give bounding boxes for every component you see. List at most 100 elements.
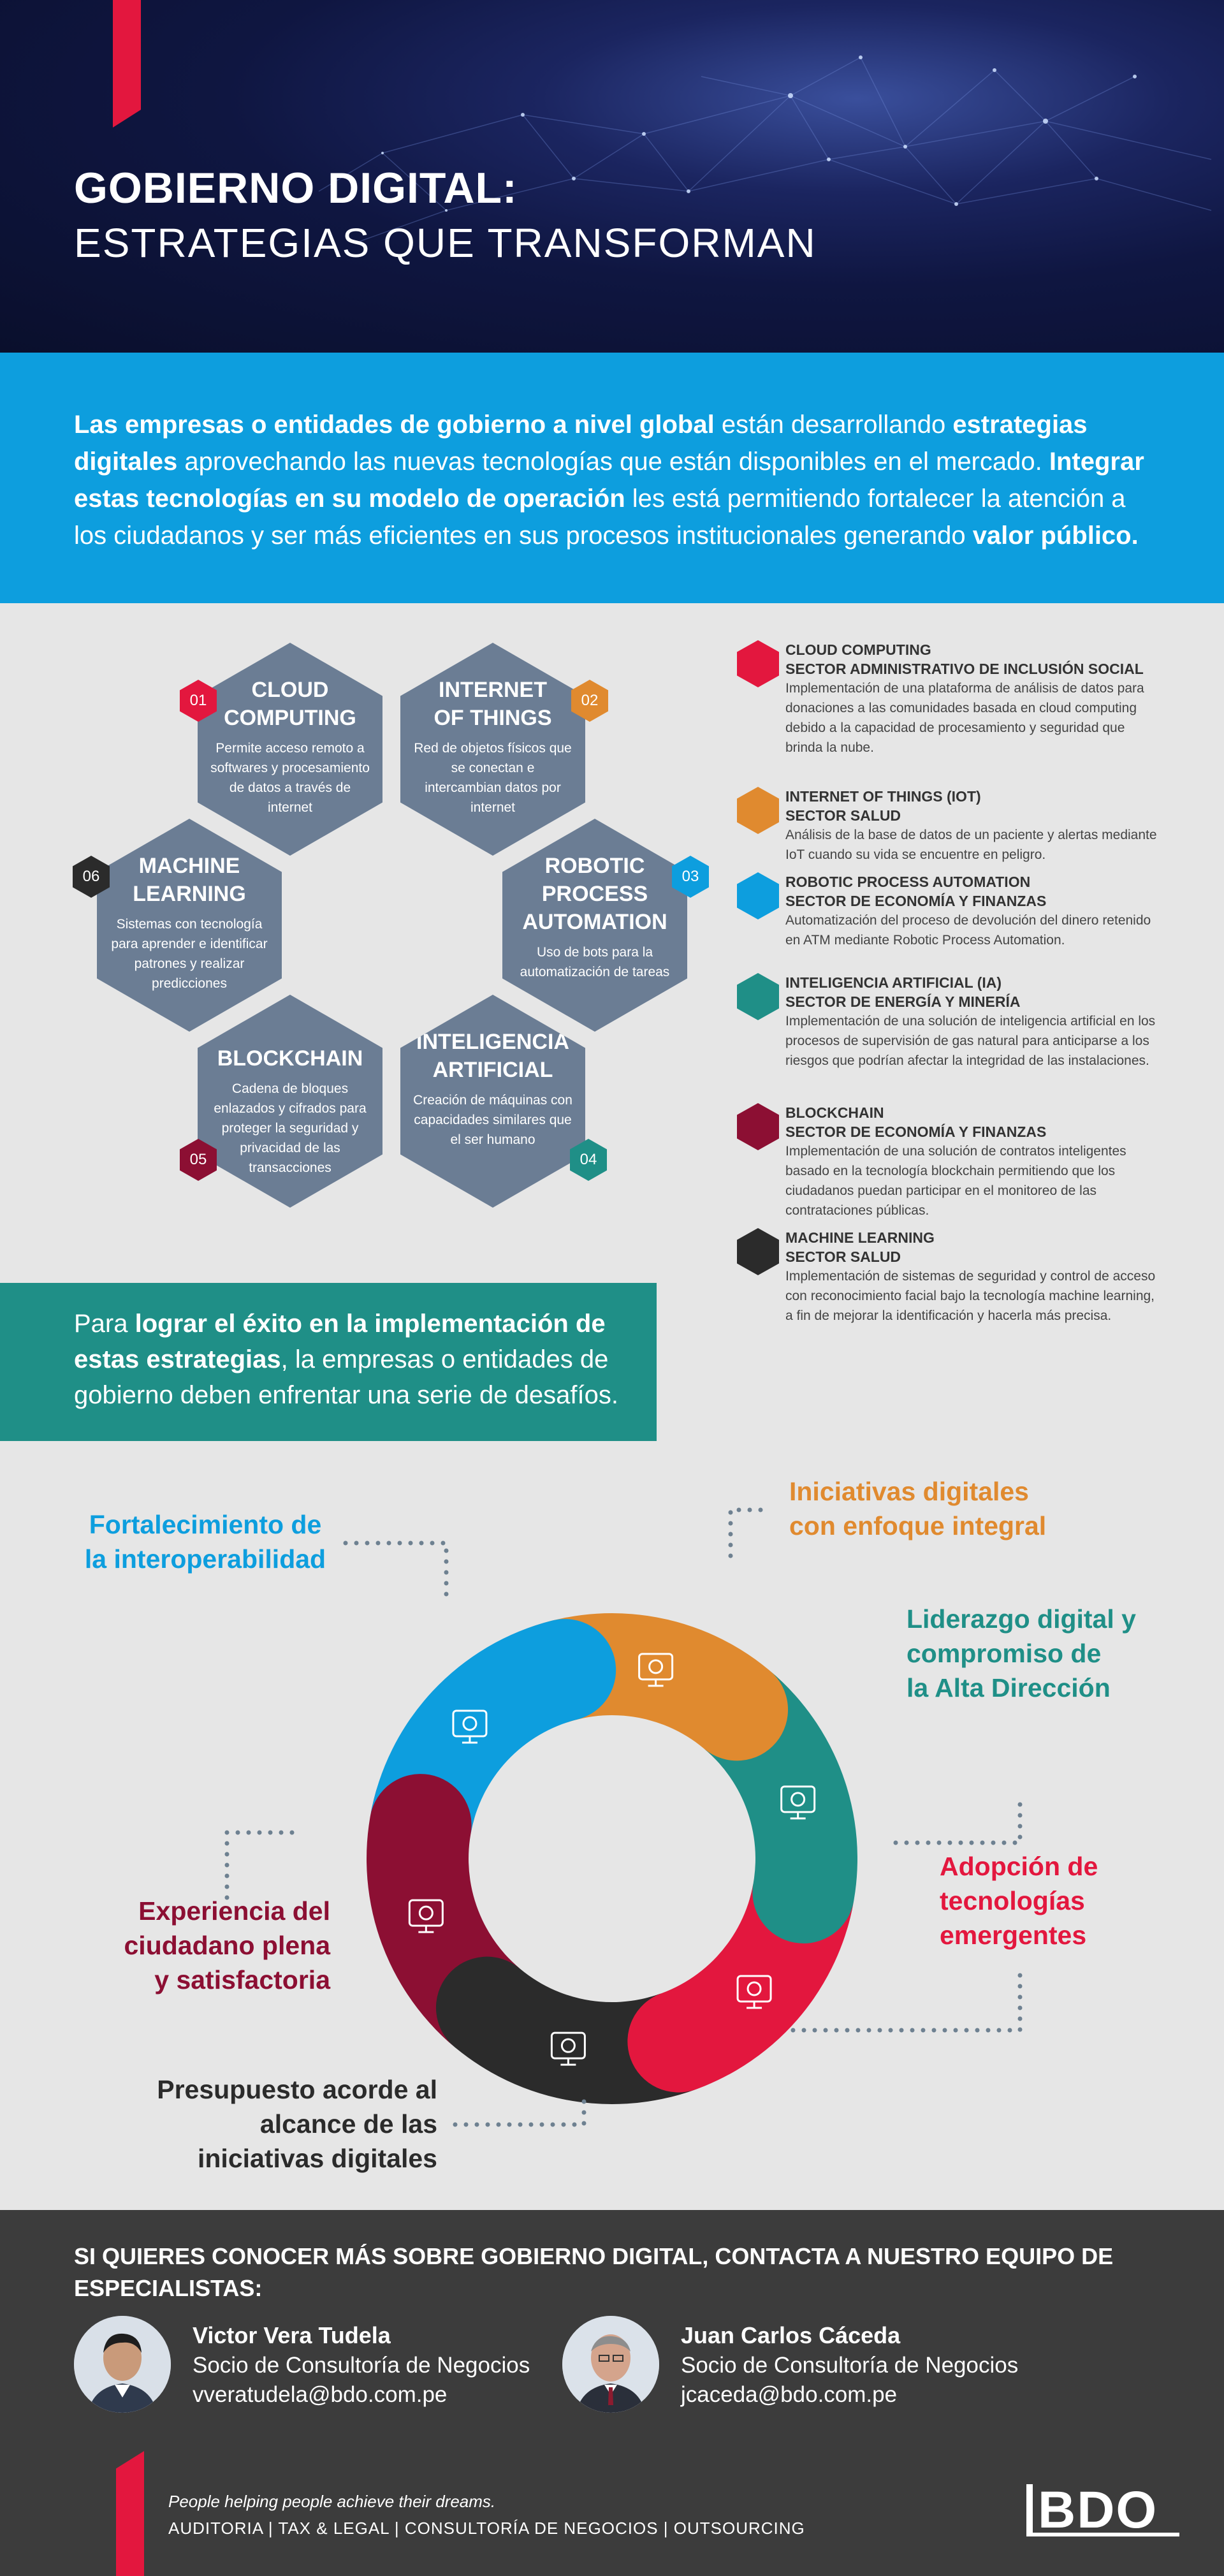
- tech-description: Sistemas con tecnología para aprender e …: [111, 917, 268, 991]
- challenge-paragraph: Para lograr el éxito en la implementació…: [74, 1306, 635, 1413]
- contact-role-2: Socio de Consultoría de Negocios: [681, 2353, 1019, 2378]
- use-case-hexagon-icon: [737, 973, 779, 1020]
- challenge-segment: Para: [74, 1310, 135, 1338]
- tech-description: Red de objetos físicos que se conectan e…: [414, 741, 572, 815]
- services-list: AUDITORIA | TAX & LEGAL | CONSULTORÍA DE…: [168, 2519, 805, 2538]
- tagline: People helping people achieve their drea…: [168, 2492, 496, 2511]
- challenges-ring: [224, 1507, 1023, 2127]
- use-case-hexagon-icon: [737, 640, 779, 687]
- intro-segment: Integrar estas tecnologías en su modelo …: [74, 448, 1144, 513]
- intro-segment: Las empresas o entidades de gobierno a n…: [74, 411, 715, 439]
- dotted-connector: [224, 1830, 305, 1900]
- contact-section: SI QUIERES CONOCER MÁS SOBRE GOBIERNO DI…: [0, 2210, 1224, 2576]
- use-case-hexagon-icon: [737, 1228, 779, 1275]
- dotted-connector: [728, 1507, 774, 1558]
- header-banner: GOBIERNO DIGITAL: ESTRATEGIAS QUE TRANSF…: [0, 0, 1224, 353]
- ring-segment: [608, 1884, 854, 2098]
- accent-bar-footer: [116, 2451, 144, 2576]
- use-case-description: Automatización del proceso de devolución…: [785, 913, 1151, 948]
- intro-segment: aprovechando las nuevas tecnologías que …: [177, 448, 1049, 476]
- bdo-logo: BDO: [1026, 2481, 1179, 2539]
- use-case-description: Implementación de una solución de contra…: [785, 1144, 1126, 1218]
- contact-email-2[interactable]: jcaceda@bdo.com.pe: [681, 2382, 898, 2407]
- use-case-description: Análisis de la base de datos de un pacie…: [785, 828, 1157, 862]
- contact-name-1: Victor Vera Tudela: [193, 2322, 391, 2348]
- contact-name-2: Juan Carlos Cáceda: [681, 2322, 901, 2348]
- avatar-victor: [74, 2316, 171, 2413]
- use-case-description: Implementación de sistemas de seguridad …: [785, 1269, 1156, 1323]
- contact-role-1: Socio de Consultoría de Negocios: [193, 2353, 530, 2378]
- dotted-connector: [450, 2099, 586, 2127]
- ring-segment: [704, 1671, 857, 1963]
- use-case-hexagon-icon: [737, 787, 779, 834]
- dotted-connector: [891, 1802, 1023, 1845]
- tech-description: Uso de bots para la automatización de ta…: [520, 945, 670, 979]
- brain-bulb-icon: [736, 1975, 772, 2009]
- ring-segment: [421, 1942, 696, 2104]
- calculator-icon: [550, 2031, 586, 2066]
- use-case-hexagon-icon: [737, 872, 779, 919]
- tech-number-badge: 02: [571, 680, 608, 722]
- tech-description: Permite acceso remoto a softwares y proc…: [210, 741, 370, 815]
- intro-segment: están desarrollando: [714, 411, 953, 439]
- challenge-segment: , la empresas o entidades de gobierno de…: [74, 1345, 618, 1409]
- challenge-intro: Para lograr el éxito en la implementació…: [0, 1283, 657, 1441]
- use-case-hexagon-icon: [737, 1103, 779, 1150]
- intro-segment: valor público.: [972, 522, 1139, 550]
- page-title: GOBIERNO DIGITAL:: [74, 164, 518, 212]
- citizen-chart-icon: [408, 1899, 444, 1933]
- contact-email-1[interactable]: vveratudela@bdo.com.pe: [193, 2382, 448, 2407]
- dotted-connector: [787, 1973, 1023, 2033]
- intro-segment: estrategias digitales: [74, 411, 1088, 476]
- tech-title: BLOCKCHAIN: [217, 1046, 363, 1071]
- challenge-segment: lograr el éxito en la implementación de …: [74, 1310, 606, 1373]
- dotted-connector: [337, 1540, 449, 1597]
- use-case: INTERNET OF THINGS (IoT)SECTOR SALUDAnál…: [737, 787, 1158, 865]
- tech-hexagon: BLOCKCHAIN Cadena de bloques enlazados y …: [198, 995, 382, 1208]
- tech-number-badge: 04: [570, 1139, 607, 1181]
- intro-section: Las empresas o entidades de gobierno a n…: [0, 353, 1224, 603]
- intro-segment: les está permitiendo fortalecer la atenc…: [74, 485, 1126, 550]
- use-case-description: Implementación de una solución de inteli…: [785, 1014, 1156, 1068]
- ring-segment: [367, 1753, 520, 2047]
- handshake-gears-icon: [452, 1709, 488, 1744]
- use-case-description: Implementación de una plataforma de anál…: [785, 681, 1144, 755]
- ring-segment: [370, 1619, 616, 1834]
- tech-description: Cadena de bloques enlazados y cifrados p…: [214, 1081, 367, 1175]
- use-case: INTELIGENCIA ARTIFICIAL (IA)SECTOR DE EN…: [737, 973, 1158, 1071]
- page-subtitle: ESTRATEGIAS QUE TRANSFORMAN: [74, 220, 817, 266]
- svg-text:BDO: BDO: [1038, 2481, 1158, 2539]
- leadership-arrows-icon: [780, 1785, 816, 1820]
- intro-paragraph: Las empresas o entidades de gobierno a n…: [74, 406, 1151, 554]
- accent-bar: [113, 0, 141, 128]
- use-case-title: INTELIGENCIA ARTIFICIAL (IA)SECTOR DE EN…: [785, 974, 1021, 1010]
- devices-icon: [638, 1653, 674, 1687]
- avatar-juan-carlos: [562, 2316, 659, 2413]
